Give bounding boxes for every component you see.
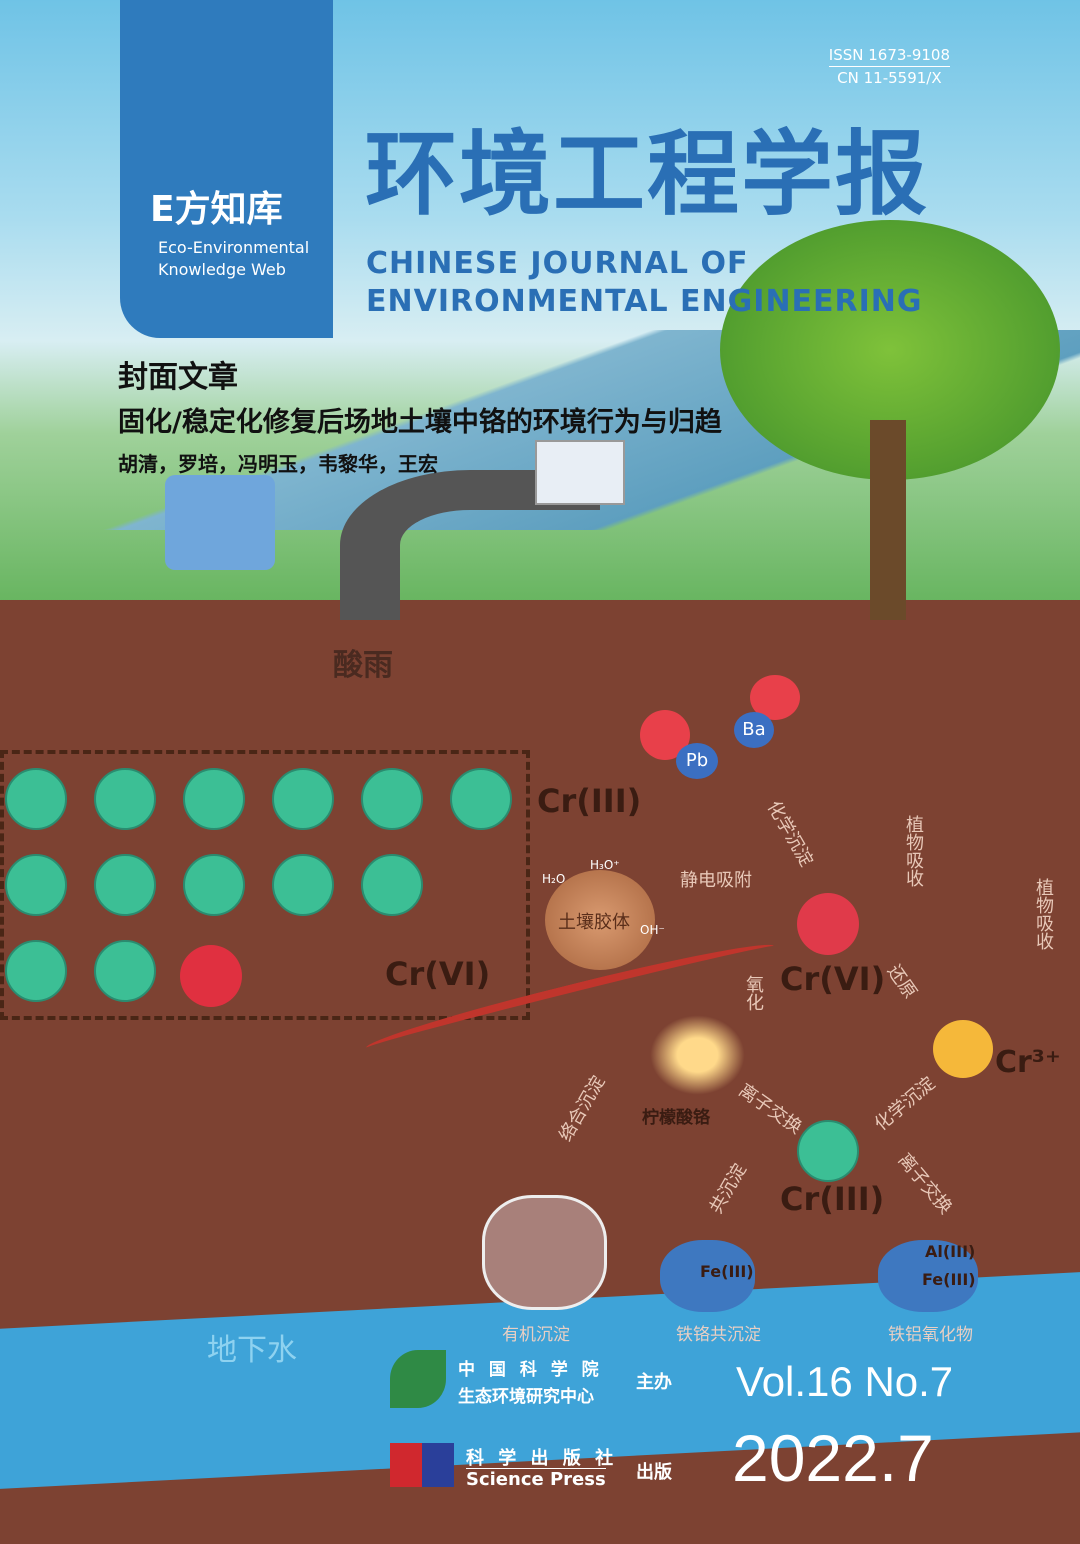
al3-label: Al(III) <box>925 1242 976 1261</box>
issue-date: 2022.7 <box>732 1421 934 1495</box>
journal-title-en-2: ENVIRONMENTAL ENGINEERING <box>366 284 923 319</box>
cas-name: 中 国 科 学 院 <box>458 1360 603 1380</box>
stabilization-chain-grid <box>0 750 530 1020</box>
cr3-face <box>450 768 512 830</box>
eco-knowledge-logo[interactable]: E方知库 Eco-Environmental Knowledge Web <box>120 0 333 338</box>
cas-leaf-logo <box>390 1350 446 1408</box>
plant-uptake-label-2: 植物吸收 <box>1033 878 1054 950</box>
colloid-label: 土壤胶体 <box>558 912 630 933</box>
groundwater-label: 地下水 <box>207 1333 297 1368</box>
cover-article-title[interactable]: 固化/稳定化修复后场地土壤中铬的环境行为与归趋 <box>118 407 722 438</box>
volume-issue: Vol.16 No.7 <box>736 1358 954 1405</box>
cr3-face <box>5 940 67 1002</box>
ba-label: Ba <box>734 712 774 748</box>
cr3-center-label: Cr(III) <box>780 1180 885 1218</box>
cas-center-name: 生态环境研究中心 <box>458 1387 594 1407</box>
logo-sub1: Eco-Environmental <box>158 238 310 257</box>
cr3-face <box>361 768 423 830</box>
cr3-face <box>5 854 67 916</box>
cr3plus-face <box>933 1020 993 1078</box>
cover-article-heading: 封面文章 <box>118 360 238 395</box>
h2o-label: H₂O <box>542 872 566 886</box>
issn-block: ISSN 1673-9108 CN 11-5591/X <box>828 44 950 89</box>
fe-al-oxide <box>878 1240 978 1312</box>
organic-precipitate <box>482 1195 607 1310</box>
soil-colloid <box>545 870 655 970</box>
organic-precipitate-label: 有机沉淀 <box>502 1325 570 1345</box>
fe-cr-coprecipitate <box>660 1240 755 1312</box>
science-press-logo <box>390 1443 454 1487</box>
cr3-face <box>94 854 156 916</box>
cr3-face <box>183 854 245 916</box>
journal-title-en-1: CHINESE JOURNAL OF <box>366 246 749 281</box>
electrostatic-adsorption-label: 静电吸附 <box>680 870 752 891</box>
pb-label: Pb <box>676 743 718 779</box>
cr3-face <box>94 940 156 1002</box>
logo-name: E方知库 <box>150 189 283 230</box>
cr3-face <box>272 768 334 830</box>
h3o-label: H₃O⁺ <box>590 858 620 872</box>
logo-sub2: Knowledge Web <box>158 260 286 279</box>
cr3-face <box>272 854 334 916</box>
cr3-face <box>183 768 245 830</box>
cr3-sleeping-face <box>797 1120 859 1182</box>
fe-cr-coprecip-label: 铁铬共沉淀 <box>676 1325 761 1345</box>
host-label: 主办 <box>636 1372 672 1393</box>
cr3-label-top: Cr(III) <box>537 782 642 820</box>
cr6-devil-face <box>797 893 859 955</box>
cr3-face <box>361 854 423 916</box>
science-press-cn: 科 学 出 版 社 <box>466 1448 618 1469</box>
acid-rain-label: 酸雨 <box>333 648 393 683</box>
cr6-devil-face-left <box>180 945 242 1007</box>
science-press-en: Science Press <box>466 1468 606 1490</box>
issn: ISSN 1673-9108 <box>828 44 950 67</box>
oxidation-label: 氧化 <box>743 975 764 1011</box>
cn-number: CN 11-5591/X <box>837 69 942 87</box>
journal-title-cn: 环境工程学报 <box>365 121 930 228</box>
cr3-face <box>94 768 156 830</box>
publisher-label: 出版 <box>636 1462 672 1483</box>
fe-al-oxide-label: 铁铝氧化物 <box>888 1325 973 1345</box>
chromium-citrate-cluster <box>650 1015 745 1095</box>
tree-trunk <box>870 420 906 620</box>
fe3-label-1: Fe(III) <box>700 1262 754 1281</box>
fe3-label-2: Fe(III) <box>922 1270 976 1289</box>
building-right <box>535 440 625 505</box>
plant-uptake-label-1: 植物吸收 <box>903 815 924 887</box>
cr3-face <box>5 768 67 830</box>
oh-label: OH⁻ <box>640 923 665 937</box>
building-left <box>165 475 275 570</box>
chromium-citrate-label: 柠檬酸铬 <box>642 1108 710 1128</box>
cr3plus-label: Cr³⁺ <box>995 1045 1061 1080</box>
cr6-center-label: Cr(VI) <box>780 960 886 998</box>
cover-article-authors: 胡清，罗培，冯明玉，韦黎华，王宏 <box>118 452 438 476</box>
cr6-label-left: Cr(VI) <box>385 955 491 993</box>
